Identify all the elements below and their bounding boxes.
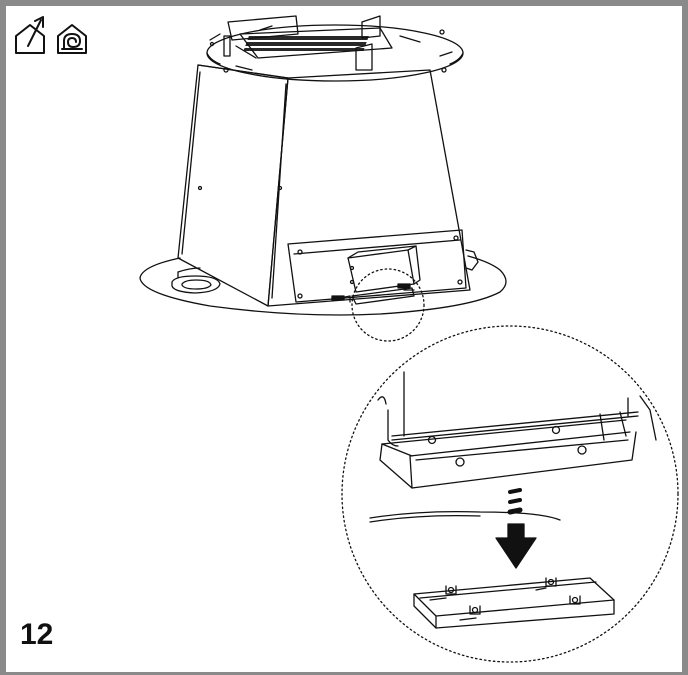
base-plate	[139, 249, 507, 316]
house-with-recirculation-icon	[57, 24, 87, 54]
down-arrow-icon	[495, 523, 537, 569]
detail-magnified-circle	[341, 325, 679, 663]
detail-callout-circle	[351, 268, 425, 342]
house-with-outlet-arrow-icon	[15, 16, 45, 54]
motor-housing	[177, 64, 471, 307]
motor-grille	[243, 36, 369, 51]
top-plate	[206, 15, 464, 82]
detached-bracket	[413, 577, 615, 629]
step-number: 12	[20, 618, 54, 651]
magnified-bracket-detail	[369, 371, 657, 523]
